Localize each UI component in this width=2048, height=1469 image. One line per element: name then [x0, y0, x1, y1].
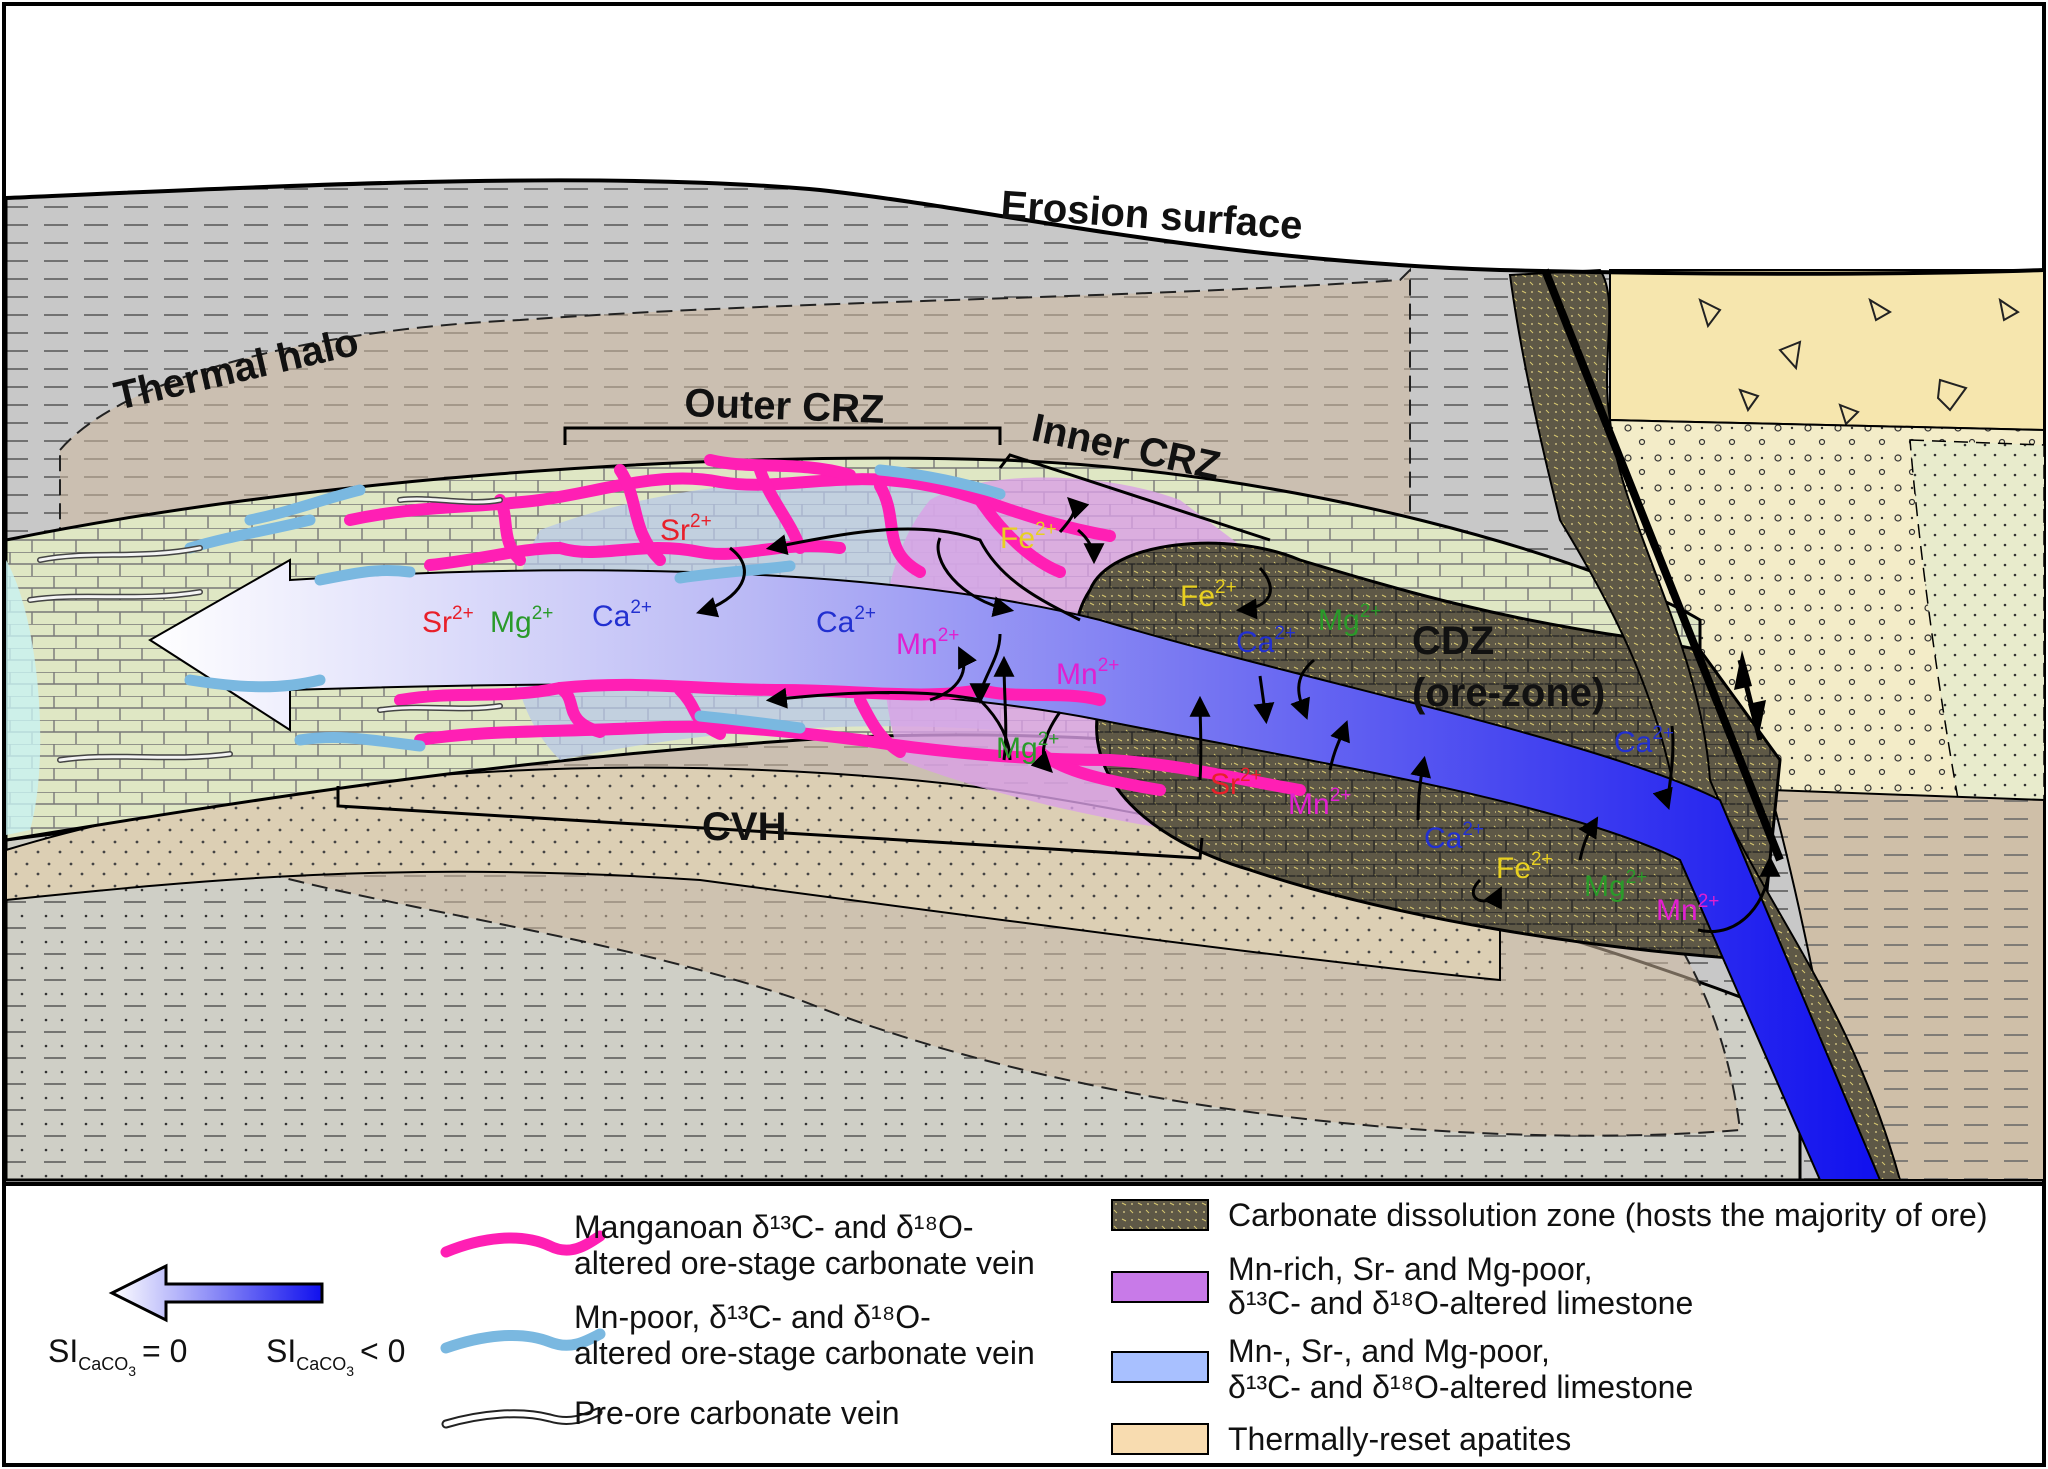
legend-mnrich-line2: δ¹³C- and δ¹⁸O-altered limestone — [1228, 1285, 1693, 1321]
manganoan-vein — [554, 682, 606, 738]
reaction-arrow — [1077, 528, 1105, 565]
reaction-arrow — [1652, 725, 1675, 810]
legend-cdz-swatch — [1111, 1199, 1209, 1231]
fault-zone-fill — [1508, 268, 1902, 1181]
reaction-arrow — [1471, 878, 1502, 910]
legend-vein-mn-swatch — [440, 1230, 606, 1258]
ion-label-sr: Sr2+ — [660, 511, 712, 547]
ion-label-mn: Mn2+ — [1288, 785, 1351, 821]
ion-label-mn: Mn2+ — [1056, 655, 1119, 691]
legend-cdz-label: Carbonate dissolution zone (hosts the ma… — [1228, 1197, 1988, 1233]
manganoan-vein — [704, 454, 856, 481]
reaction-arrow — [1697, 855, 1781, 933]
si-negative-label: SICaCO3< 0 — [266, 1333, 405, 1379]
mn-poor-vein — [184, 674, 326, 693]
ion-label-mg: Mg2+ — [490, 603, 553, 639]
ion-label-fe: Fe2+ — [1496, 849, 1553, 885]
ion-label-ca: Ca2+ — [592, 597, 652, 633]
ion-label-sr: Sr2+ — [1210, 765, 1262, 801]
ion-label-fe: Fe2+ — [1000, 519, 1057, 555]
ion-label-ca: Ca2+ — [1236, 623, 1296, 659]
reaction-arrow — [1253, 675, 1275, 725]
reaction-arrow — [1058, 497, 1090, 533]
reaction-arrow — [1235, 566, 1272, 620]
mn-poor-vein — [294, 732, 426, 752]
manganoan-vein — [614, 464, 666, 566]
mn-poor-vein — [244, 484, 366, 526]
fault-line — [1541, 268, 1784, 862]
legend-mnrich-swatch — [1111, 1271, 1209, 1303]
legend-vein-pre-label: Pre-ore carbonate vein — [574, 1395, 900, 1431]
manganoan-vein — [974, 684, 1106, 706]
legend-vein-poor-line2: altered ore-stage carbonate vein — [574, 1335, 1035, 1371]
legend-vein-mn-line1: Manganoan δ¹³C- and δ¹⁸O- — [574, 1209, 974, 1245]
reaction-arrow — [969, 633, 1002, 705]
legend-vein-poor-line1: Mn-poor, δ¹³C- and δ¹⁸O- — [574, 1299, 931, 1335]
legend-apatite-swatch — [1111, 1423, 1209, 1455]
legend-vein-mn-line2: altered ore-stage carbonate vein — [574, 1245, 1035, 1281]
mn-poor-vein — [694, 710, 806, 734]
legend-mnpoor-line1: Mn-, Sr-, and Mg-poor, — [1228, 1333, 1550, 1369]
ion-label-mg: Mg2+ — [1584, 867, 1647, 903]
mn-poor-vein — [674, 560, 796, 584]
reaction-arrows — [695, 497, 1781, 933]
legend-flow-arrow — [108, 1263, 324, 1323]
reaction-arrow — [1290, 658, 1315, 720]
mn-poor-vein — [874, 464, 1006, 500]
ion-label-ca: Ca2+ — [1424, 819, 1484, 855]
cvh-label: CVH — [702, 805, 786, 849]
outer-crz-bracket — [563, 426, 1002, 445]
reaction-arrow — [1410, 755, 1432, 821]
legend-mnpoor-line2: δ¹³C- and δ¹⁸O-altered limestone — [1228, 1369, 1693, 1405]
reaction-arrow — [936, 537, 1015, 617]
breccia-clasts — [1698, 297, 2020, 426]
manganoan-vein — [754, 464, 806, 554]
mn-poor-vein — [314, 564, 416, 586]
cvh-bracket — [336, 786, 1204, 860]
ion-label-mn: Mn2+ — [896, 625, 959, 661]
reaction-arrow — [1189, 695, 1211, 781]
reaction-arrow — [1578, 816, 1599, 861]
cdz-label: CDZ — [1412, 619, 1494, 663]
mn-poor-vein — [184, 514, 316, 554]
breccia-unit — [1609, 269, 2045, 432]
ion-label-mn: Mn2+ — [1656, 891, 1719, 927]
fine-sandstone-unit — [1909, 439, 2045, 811]
reaction-arrow — [695, 546, 746, 618]
ion-label-ca: Ca2+ — [816, 603, 876, 639]
ion-label-ca: Ca2+ — [1614, 723, 1674, 759]
si-zero-label: SICaCO3= 0 — [48, 1333, 187, 1379]
legend: SICaCO3= 0 SICaCO3< 0 Manganoan δ¹³C- an… — [6, 1182, 2042, 1457]
ion-label-mg: Mg2+ — [1318, 601, 1381, 637]
legend-apatite-label: Thermally-reset apatites — [1228, 1421, 1571, 1457]
ion-label-fe: Fe2+ — [1180, 577, 1237, 613]
inner-crz-bracket — [998, 453, 1271, 542]
reaction-arrow — [1030, 711, 1062, 773]
outer-crz-label: Outer CRZ — [684, 381, 885, 432]
ion-label-sr: Sr2+ — [422, 603, 474, 639]
legend-vein-poor-swatch — [440, 1328, 606, 1354]
legend-mnpoor-swatch — [1111, 1351, 1209, 1383]
erosion-surface-line — [5, 178, 2045, 276]
reaction-arrow — [929, 646, 977, 702]
manganoan-vein — [854, 694, 906, 758]
reaction-arrow — [993, 655, 1015, 761]
ion-labels: Sr2+ Mg2+ Ca2+ Sr2+ Ca2+ Mn2+ Fe2+ Mn2+ Fe2+ Ca2+… — [422, 511, 1719, 927]
vein-network — [27, 454, 1306, 796]
reaction-arrow — [1328, 720, 1350, 771]
manganoan-vein — [424, 540, 846, 571]
ion-label-mg: Mg2+ — [996, 729, 1059, 765]
manganoan-vein — [494, 494, 526, 566]
legend-mnrich-line1: Mn-rich, Sr- and Mg-poor, — [1228, 1251, 1593, 1287]
manganoan-vein — [974, 494, 1066, 578]
manganoan-vein — [414, 720, 1306, 796]
cdz-sublabel: (ore-zone) — [1412, 671, 1605, 715]
manganoan-vein — [874, 480, 926, 578]
